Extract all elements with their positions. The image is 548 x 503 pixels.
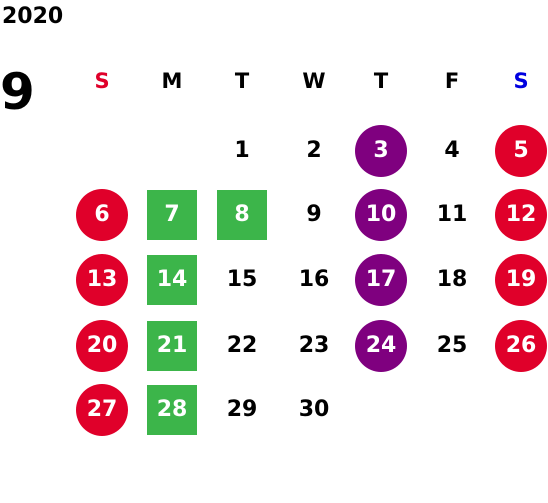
day-cell[interactable]: 9 xyxy=(306,202,322,227)
day-cell[interactable]: 29 xyxy=(226,397,258,422)
day-cell[interactable]: 18 xyxy=(436,267,468,292)
day-cell[interactable]: 22 xyxy=(226,333,258,358)
day-cell[interactable]: 8 xyxy=(217,190,267,240)
day-cell[interactable]: 11 xyxy=(436,202,468,227)
weekday-label: W xyxy=(302,69,326,93)
day-cell[interactable]: 24 xyxy=(355,320,407,372)
day-cell[interactable]: 30 xyxy=(298,397,330,422)
day-cell[interactable]: 17 xyxy=(355,254,407,306)
day-cell[interactable]: 26 xyxy=(495,320,547,372)
weekday-label: T xyxy=(234,69,250,93)
day-cell[interactable]: 25 xyxy=(436,333,468,358)
weekday-label: M xyxy=(161,69,183,93)
day-cell[interactable]: 6 xyxy=(76,189,128,241)
month-number: 9 xyxy=(0,63,35,121)
day-cell[interactable]: 15 xyxy=(226,267,258,292)
day-cell[interactable]: 7 xyxy=(147,190,197,240)
day-cell[interactable]: 5 xyxy=(495,125,547,177)
weekday-label: T xyxy=(373,69,389,93)
day-cell[interactable]: 13 xyxy=(76,254,128,306)
day-cell[interactable]: 27 xyxy=(76,384,128,436)
weekday-label: F xyxy=(444,69,460,93)
day-cell[interactable]: 1 xyxy=(234,138,250,163)
day-cell[interactable]: 28 xyxy=(147,385,197,435)
year-label: 2020 xyxy=(2,4,64,29)
day-cell[interactable]: 19 xyxy=(495,254,547,306)
day-cell[interactable]: 10 xyxy=(355,189,407,241)
day-cell[interactable]: 4 xyxy=(444,138,460,163)
weekday-label: S xyxy=(513,69,529,93)
day-cell[interactable]: 23 xyxy=(298,333,330,358)
day-cell[interactable]: 3 xyxy=(355,125,407,177)
day-cell[interactable]: 12 xyxy=(495,189,547,241)
day-cell[interactable]: 16 xyxy=(298,267,330,292)
day-cell[interactable]: 21 xyxy=(147,321,197,371)
day-cell[interactable]: 14 xyxy=(147,255,197,305)
day-cell[interactable]: 20 xyxy=(76,320,128,372)
day-cell[interactable]: 2 xyxy=(306,138,322,163)
weekday-label: S xyxy=(94,69,110,93)
